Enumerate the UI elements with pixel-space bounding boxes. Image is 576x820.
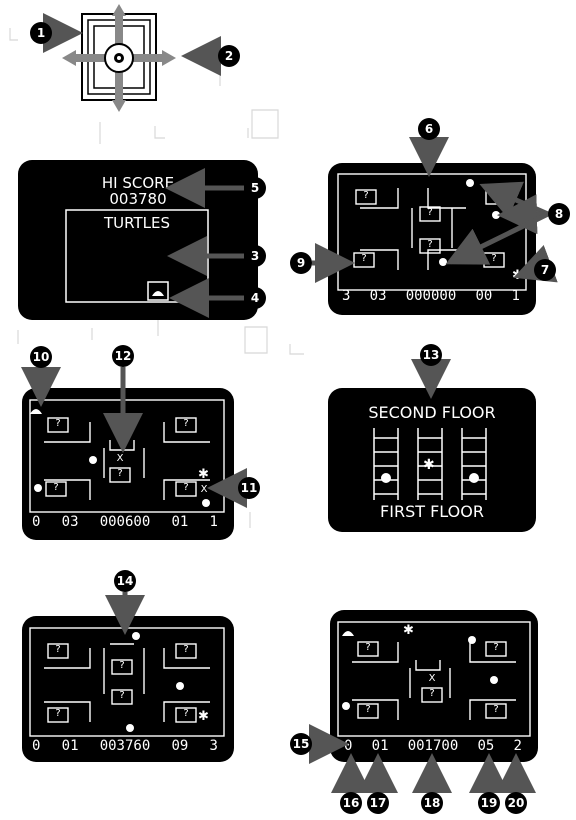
callout-18: 18: [421, 792, 443, 814]
callout-15: 15: [290, 733, 312, 755]
callout-10: 10: [30, 346, 52, 368]
callout-2: 2: [218, 45, 240, 67]
callout-14: 14: [114, 570, 136, 592]
callout-3: 3: [244, 245, 266, 267]
callout-9: 9: [290, 252, 312, 274]
callout-6: 6: [418, 118, 440, 140]
callout-20: 20: [505, 792, 527, 814]
callout-1: 1: [30, 22, 52, 44]
callout-17: 17: [367, 792, 389, 814]
callout-7: 7: [534, 259, 556, 281]
callout-16: 16: [340, 792, 362, 814]
callout-5: 5: [244, 177, 266, 199]
callout-12: 12: [112, 345, 134, 367]
callout-4: 4: [244, 287, 266, 309]
callout-19: 19: [478, 792, 500, 814]
callout-13: 13: [420, 344, 442, 366]
callout-8: 8: [548, 203, 570, 225]
callout-11: 11: [238, 477, 260, 499]
